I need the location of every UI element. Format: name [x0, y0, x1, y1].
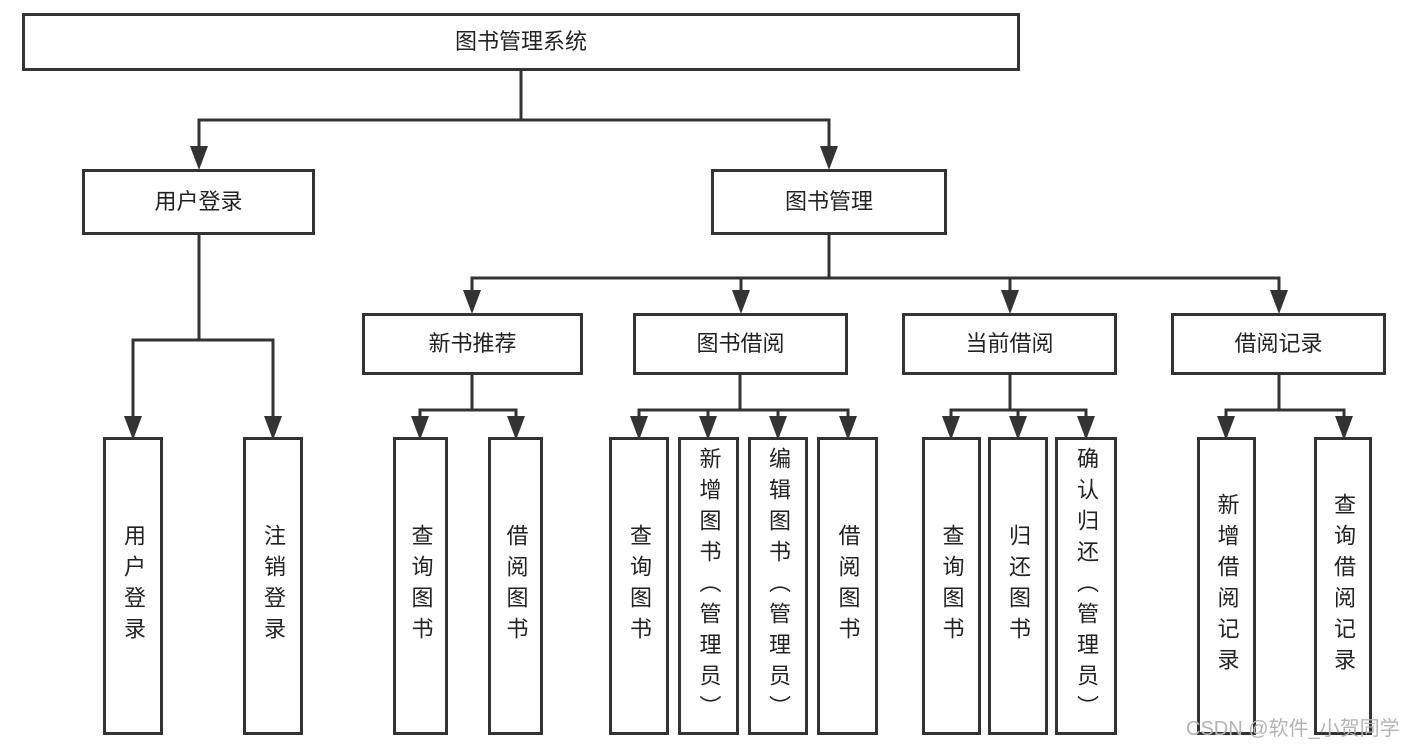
node-borrowing-records: 借阅记录: [1171, 313, 1386, 375]
tree-edges: [131, 71, 1346, 418]
leaf-query-books-recommend: 查询图书: [393, 437, 448, 735]
leaf-query-books-current: 查询图书: [922, 437, 981, 735]
arrowheads: [124, 146, 1353, 440]
node-book-management: 图书管理: [711, 169, 947, 235]
leaf-edit-book-admin: 编辑图书（管理员）: [748, 437, 808, 735]
node-new-book-recommend: 新书推荐: [362, 313, 583, 375]
leaf-user-login: 用户登录: [103, 437, 163, 735]
leaf-borrow-books: 借阅图书: [817, 437, 878, 735]
leaf-add-borrow-record: 新增借阅记录: [1197, 437, 1256, 735]
node-library-management-system: 图书管理系统: [22, 13, 1020, 71]
leaf-return-book: 归还图书: [988, 437, 1048, 735]
leaf-query-borrow-record: 查询借阅记录: [1314, 437, 1372, 735]
leaf-confirm-return-admin: 确认归还（管理员）: [1055, 437, 1117, 735]
node-current-borrowing: 当前借阅: [902, 313, 1117, 375]
node-user-login: 用户登录: [82, 169, 315, 235]
csdn-watermark: CSDN @软件_小贺同学: [1186, 718, 1400, 740]
leaf-add-book-admin: 新增图书（管理员）: [678, 437, 739, 735]
leaf-borrow-books-recommend: 借阅图书: [488, 437, 543, 735]
leaf-query-books-borrowing: 查询图书: [609, 437, 669, 735]
node-book-borrowing: 图书借阅: [633, 313, 848, 375]
leaf-logout: 注销登录: [243, 437, 303, 735]
